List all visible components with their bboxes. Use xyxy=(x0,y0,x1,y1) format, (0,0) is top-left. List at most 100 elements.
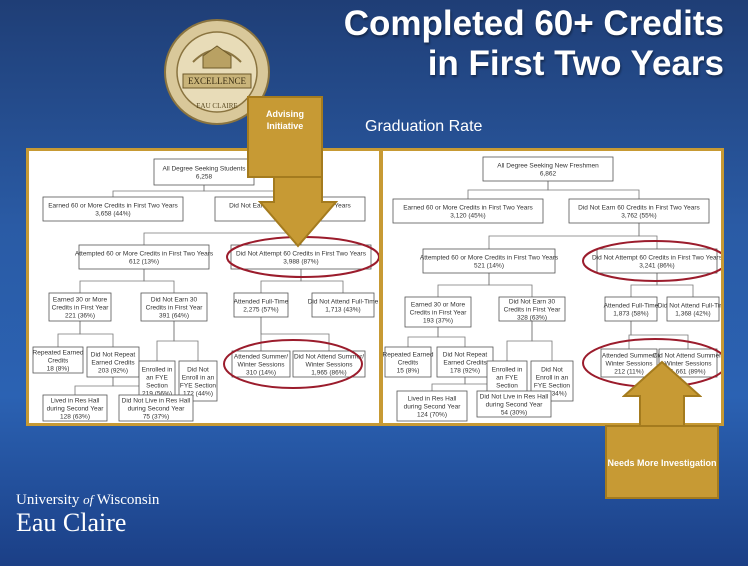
tree-node-text: Winter Sessions xyxy=(665,361,713,368)
tree-connector xyxy=(57,321,81,347)
tree-node-text: Did Not Earn 60 Credits in First Two Yea… xyxy=(578,205,700,212)
tree-connector xyxy=(74,377,114,395)
tree-node-box xyxy=(42,196,184,222)
tree-node-text: Did Not Attend Summer/ xyxy=(653,353,721,360)
tree-node-text: Attempted 60 or More Credits in First Tw… xyxy=(75,251,214,258)
tree-node-text: during Second Year xyxy=(47,406,105,413)
tree-node-text: Did Not Attend Full-Time xyxy=(658,303,721,310)
tree-node-box xyxy=(42,394,108,422)
tree-node-text: 3,762 (55%) xyxy=(621,213,656,220)
tree-node-text: Did Not Earn 30 xyxy=(151,297,198,304)
tree-node-box xyxy=(311,292,375,318)
tree-node-text: Winter Sessions xyxy=(606,361,654,368)
tree-node-box xyxy=(118,394,194,422)
tree-node-text: Enroll in an xyxy=(182,375,215,382)
tree-node-text: Did Not Repeat xyxy=(91,352,136,359)
advising-initiative-callout: Advising Initiative xyxy=(247,96,323,178)
tree-node-text: 521 (14%) xyxy=(474,263,504,270)
tree-node-box xyxy=(78,244,210,270)
tree-node-text: Repeated Earned xyxy=(383,352,434,359)
svg-text:EAU CLAIRE: EAU CLAIRE xyxy=(196,102,237,110)
tree-node-text: FYE Section xyxy=(180,383,217,390)
tree-node-box xyxy=(604,296,658,322)
tree-connector xyxy=(630,273,658,297)
tree-node-text: Did Not xyxy=(541,367,563,374)
tree-node-text: 1,873 (58%) xyxy=(613,311,648,318)
university-seal-logo: EXCELLENCE EAU CLAIRE xyxy=(164,19,270,125)
tree-node-text: 310 (14%) xyxy=(246,370,276,377)
tree-connector xyxy=(143,269,175,293)
tree-node-text: 328 (63%) xyxy=(517,315,547,322)
tree-node-text: 1,965 (86%) xyxy=(311,370,346,377)
logo-wisconsin: Wisconsin xyxy=(96,492,160,508)
tree-node-box xyxy=(392,198,544,224)
tree-node-text: Winter Sessions xyxy=(306,362,354,369)
tree-node-text: FYE Section xyxy=(534,383,571,390)
tree-node-text: Section xyxy=(146,383,168,390)
tree-connector xyxy=(488,223,640,249)
tree-node-text: Earned Credits xyxy=(443,360,487,367)
tree-node-text: Enroll in an xyxy=(536,375,569,382)
tree-node-box xyxy=(396,390,468,422)
tree-node-text: 1,368 (42%) xyxy=(675,311,710,318)
tree-connector xyxy=(431,377,466,391)
tree-node-text: 2,275 (57%) xyxy=(243,307,278,314)
tree-node-box xyxy=(498,296,566,322)
tree-connector xyxy=(300,269,344,293)
tree-node-text: 221 (36%) xyxy=(65,313,95,320)
tree-node-text: Earned 60 or More Credits in First Two Y… xyxy=(48,203,178,210)
tree-node-text: 172 (44%) xyxy=(183,391,213,398)
tree-node-text: Did Not Live in Res Hall xyxy=(122,398,191,405)
tree-node-text: during Second Year xyxy=(128,406,186,413)
highlight-oval xyxy=(223,339,363,389)
tree-node-box xyxy=(138,360,176,402)
logo-line-1: University of Wisconsin xyxy=(16,492,159,509)
tree-node-text: Did Not Repeat xyxy=(443,352,488,359)
highlight-oval xyxy=(582,240,721,282)
tree-node-box xyxy=(230,244,372,270)
tree-connector xyxy=(79,321,114,347)
tree-connector xyxy=(638,223,658,249)
tree-node-text: Credits in First Year xyxy=(410,310,468,317)
tree-node-text: 612 (13%) xyxy=(129,259,159,266)
tree-node-text: Attended Full-Time xyxy=(604,303,659,310)
tree-node-text: Earned 60 or More Credits in First Two Y… xyxy=(403,205,533,212)
title-line-2: in First Two Years xyxy=(427,44,724,83)
tree-node-text: Attended Full-Time xyxy=(234,299,289,306)
tree-node-box xyxy=(600,348,658,378)
advising-initiative-label: Advising Initiative xyxy=(265,109,304,131)
tree-node-box xyxy=(384,346,432,378)
tree-node-text: Section xyxy=(496,383,518,390)
tree-node-text: Attempted 60 or More Credits in First Tw… xyxy=(420,255,559,262)
university-logo: University of Wisconsin Eau Claire xyxy=(16,492,159,537)
tree-node-text: 1,713 (43%) xyxy=(325,307,360,314)
slide-title: Completed 60+ Credits in First Two Years xyxy=(254,4,724,84)
tree-node-text: All Degree Seeking New Freshmen xyxy=(497,163,599,170)
tree-connector xyxy=(260,269,302,293)
tree-node-text: 128 (63%) xyxy=(60,414,90,421)
tree-node-text: Did Not Attend Summer/ xyxy=(294,354,364,361)
tree-node-text: 3,658 (44%) xyxy=(95,211,130,218)
tree-node-text: Credits in First Year xyxy=(146,305,204,312)
tree-node-text: Winter Sessions xyxy=(238,362,286,369)
tree-node-text: Did Not xyxy=(187,367,209,374)
tree-node-text: Enrolled in xyxy=(142,367,173,374)
tree-connector xyxy=(156,321,175,361)
tree-connector xyxy=(531,321,553,361)
tree-node-text: Lived in Res Hall xyxy=(408,396,457,403)
up-arrow-icon xyxy=(622,360,702,428)
tree-node-text: 391 (64%) xyxy=(159,313,189,320)
tree-node-text: 54 (30%) xyxy=(501,410,527,417)
tree-node-text: 18 (8%) xyxy=(47,366,70,373)
tree-node-text: Did Not Attend Full-Time xyxy=(308,299,379,306)
tree-node-box xyxy=(568,198,710,224)
tree-node-text: Earned 30 or More xyxy=(53,297,108,304)
tree-node-text: Did Not Earn 30 xyxy=(509,299,556,306)
tree-node-box xyxy=(422,248,556,274)
logo-university: University xyxy=(16,492,80,508)
tree-node-text: 110 (34%) xyxy=(537,391,567,398)
tree-node-text: an FYE xyxy=(146,375,168,382)
tree-connector xyxy=(630,321,689,349)
tree-node-text: Attended Summer/ xyxy=(234,354,288,361)
